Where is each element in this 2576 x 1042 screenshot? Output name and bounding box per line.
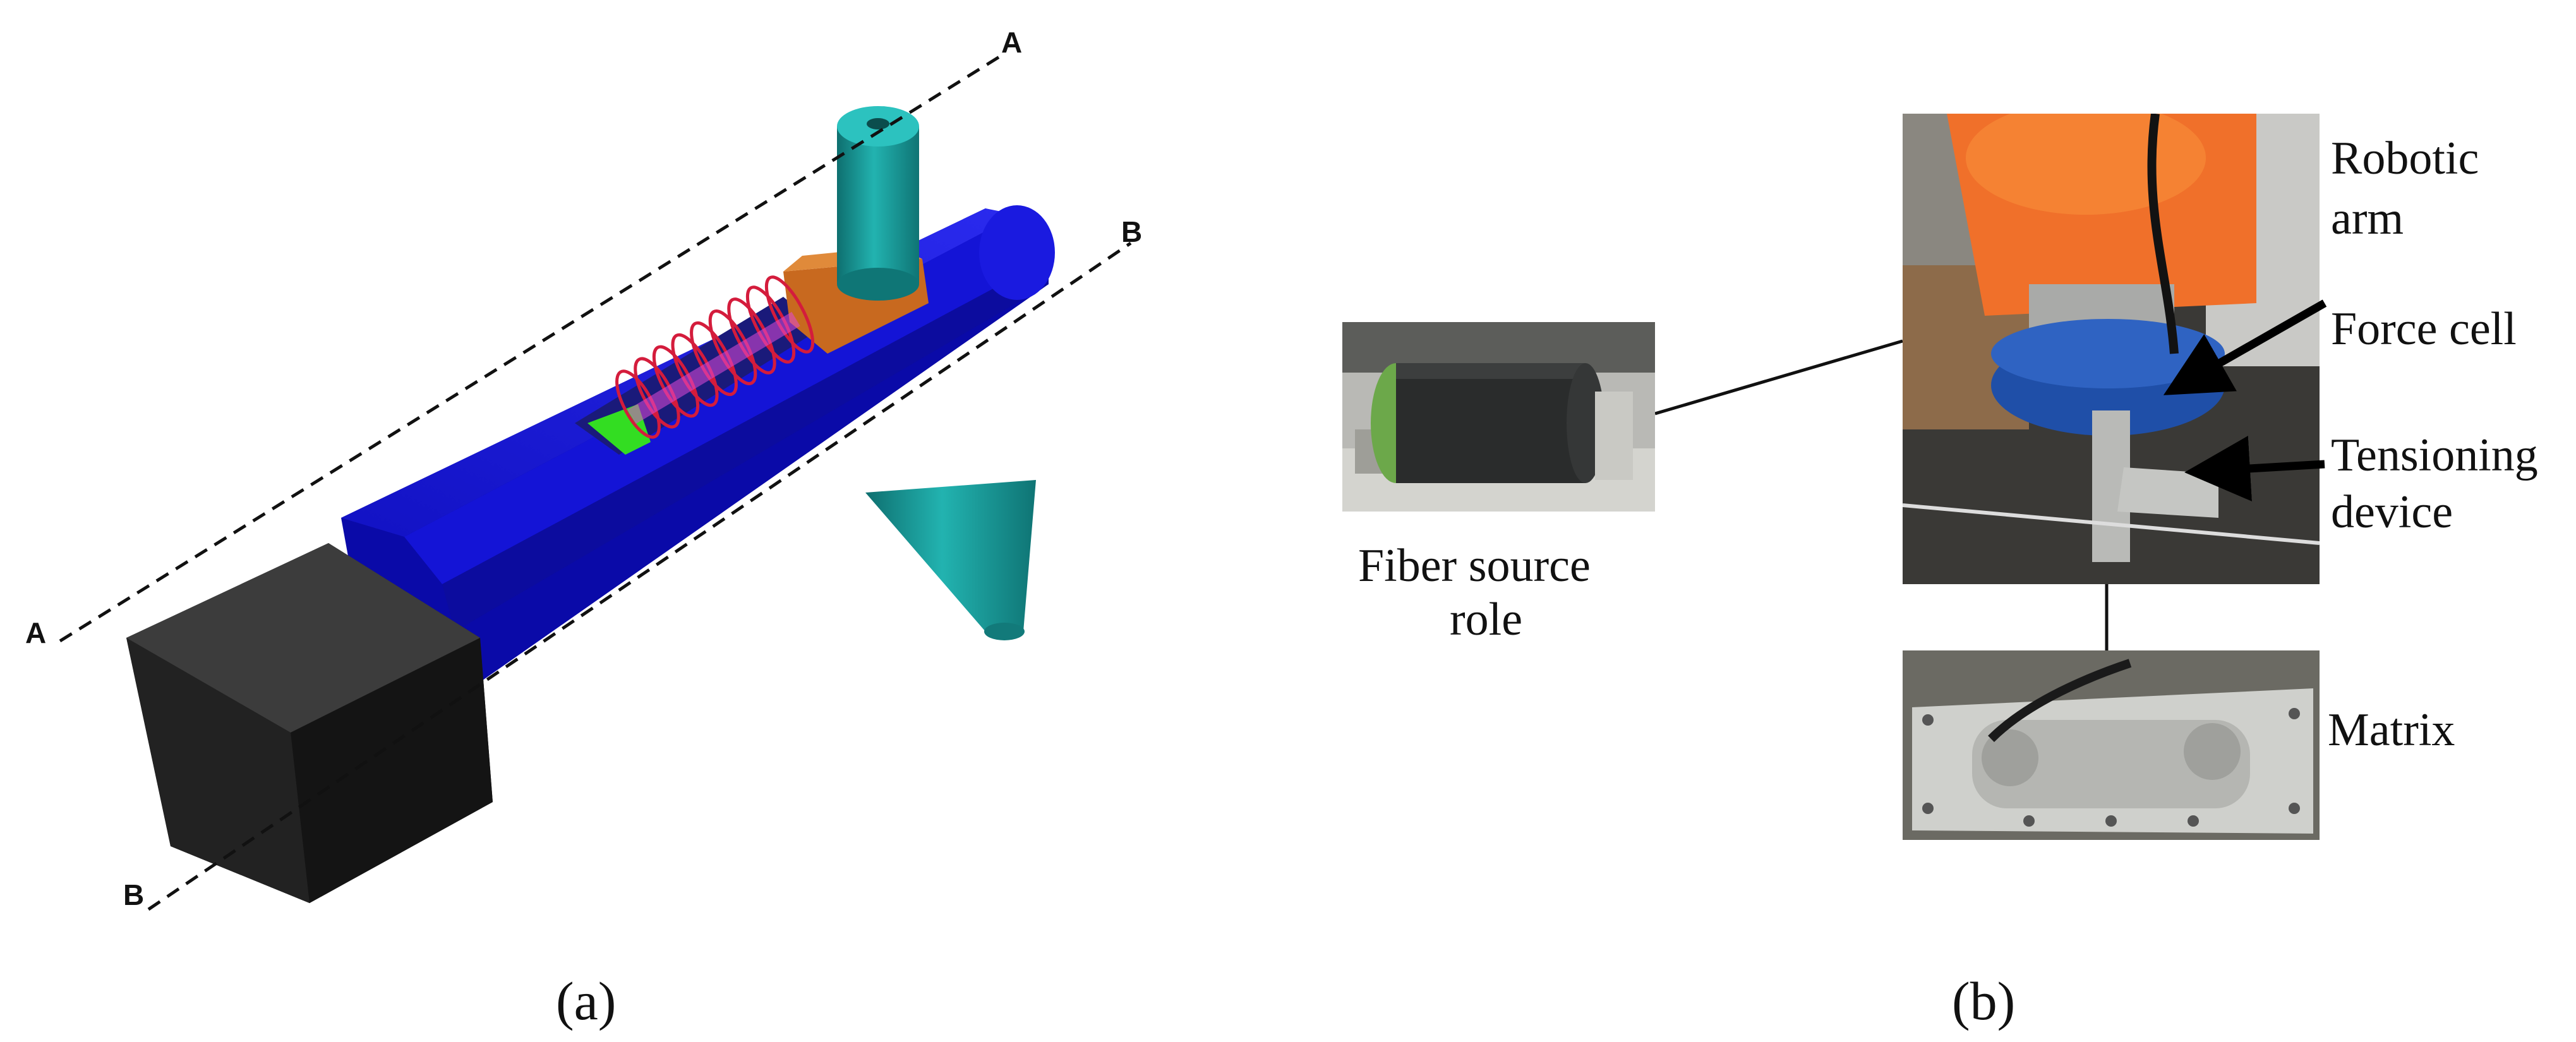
- tensioning-label-line1: Tensioning: [2331, 429, 2538, 481]
- section-a-end-label: A: [1001, 26, 1023, 59]
- panel-b: Fiber source role Robotic arm: [1200, 0, 2576, 1042]
- cad-drawing: [59, 52, 1132, 911]
- section-line-b: [147, 241, 1132, 911]
- matrix-label: Matrix: [2328, 704, 2455, 756]
- end-block: [126, 543, 493, 903]
- section-b-start-label: B: [123, 878, 145, 911]
- robotic-arm-label-line1: Robotic: [2331, 133, 2479, 184]
- caption-a: (a): [556, 971, 617, 1031]
- force-cell-label: Force cell: [2331, 303, 2517, 355]
- tensioning-label-line2: device: [2331, 486, 2453, 538]
- section-a-start-label: A: [25, 616, 47, 649]
- robot-photo: [1903, 114, 2320, 584]
- spring: [615, 275, 815, 439]
- fiber-source-photo: [1342, 322, 1655, 512]
- section-b-end-label: B: [1121, 215, 1143, 248]
- fiber-source-label-line2: role: [1450, 594, 1523, 645]
- caption-b: (b): [1952, 971, 2016, 1031]
- lower-pin: [865, 480, 1036, 640]
- robotic-arm-label-line2: arm: [2331, 193, 2404, 244]
- matrix-photo: [1903, 650, 2320, 840]
- connector-lines: [1654, 339, 2109, 650]
- fiber-source-label-line1: Fiber source: [1358, 540, 1591, 592]
- tensioning-device-shape: [2117, 467, 2218, 518]
- panel-a: A A B B (a): [0, 0, 1200, 1042]
- section-line-a: [59, 52, 1006, 643]
- upper-pin: [837, 106, 919, 301]
